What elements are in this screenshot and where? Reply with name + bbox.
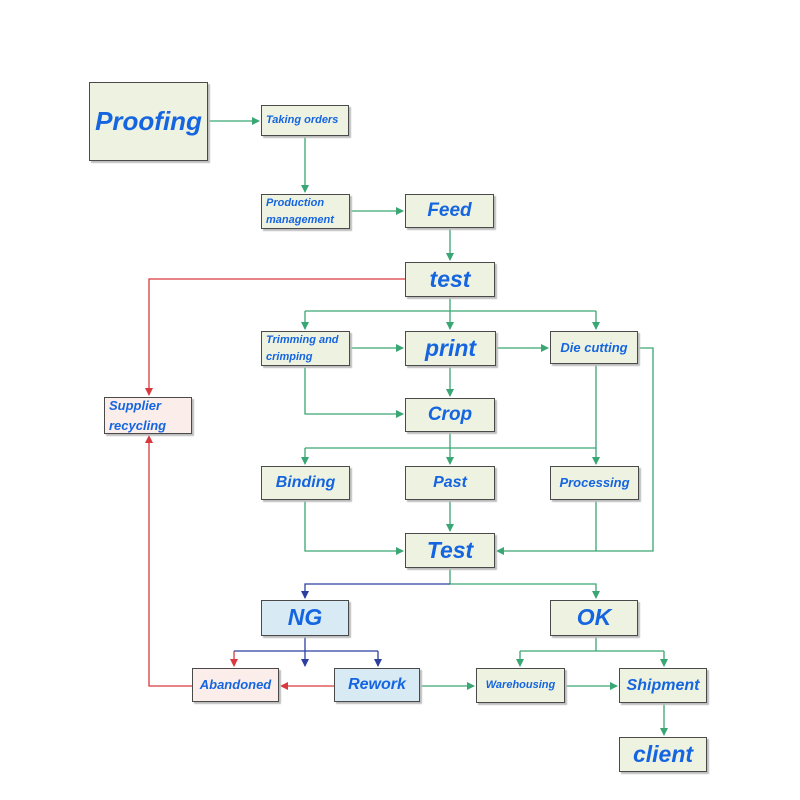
node-client: client [619, 737, 707, 772]
node-test-incoming: test [405, 262, 495, 297]
node-taking-orders: Taking orders [261, 105, 349, 136]
node-shipment: Shipment [619, 668, 707, 703]
node-binding: Binding [261, 466, 350, 500]
node-rework: Rework [334, 668, 420, 702]
arrow-diecutting-to-test [496, 347, 654, 555]
node-production-management: Production management [261, 194, 350, 229]
node-feed: Feed [405, 194, 494, 228]
arrow-test-split [305, 297, 596, 312]
node-abandoned: Abandoned [192, 668, 279, 702]
arrow-crop-split [305, 432, 596, 449]
node-crop: Crop [405, 398, 495, 432]
node-supplier-recycling: Supplier recycling [104, 397, 192, 434]
arrow-ok-split [520, 636, 664, 652]
arrow-ng-split [234, 636, 378, 652]
arrow-abandoned-to-supplier [145, 435, 192, 687]
arrow-test-to-ng [301, 583, 450, 599]
node-past: Past [405, 466, 495, 500]
arrow-test-to-ok [449, 568, 600, 599]
node-processing: Processing [550, 466, 639, 500]
node-trimming-and-crimping: Trimming and crimping [261, 331, 350, 366]
node-test-quality: Test [405, 533, 495, 568]
arrow-test-to-supplier [145, 278, 406, 396]
node-ng: NG [261, 600, 349, 636]
arrow-trimming-to-crop [304, 366, 404, 418]
node-print: print [405, 331, 496, 366]
node-proofing: Proofing [89, 82, 208, 161]
node-ok: OK [550, 600, 638, 636]
node-die-cutting: Die cutting [550, 331, 638, 364]
node-warehousing: Warehousing [476, 668, 565, 703]
arrow-binding-to-test [304, 500, 404, 555]
